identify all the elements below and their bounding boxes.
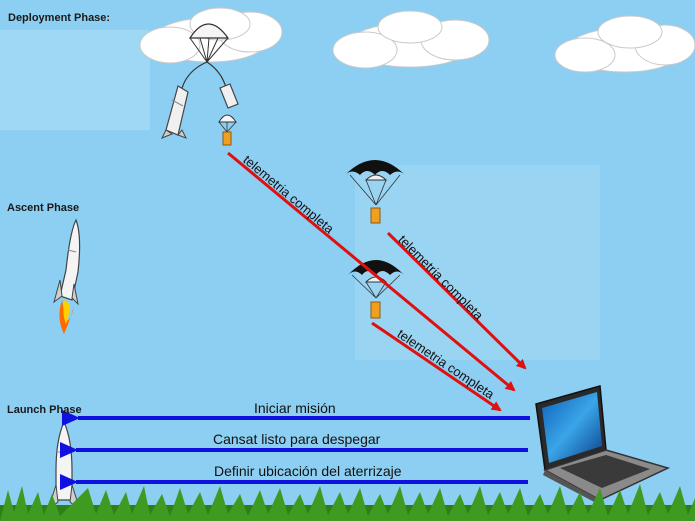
- sky-panel: [355, 165, 600, 360]
- launch-phase-label: Launch Phase: [7, 404, 82, 416]
- cloud-icon: [139, 7, 283, 64]
- command-landing-label: Definir ubicación del aterrizaje: [214, 463, 402, 479]
- deployment-phase-label: Deployment Phase:: [8, 12, 111, 24]
- cansat-parachute-icon: [345, 160, 405, 224]
- telemetry-arrow: [227, 151, 516, 392]
- sky-panel: [0, 30, 150, 130]
- cloud-icon: [332, 10, 490, 69]
- rocket-nose-icon: [219, 83, 239, 109]
- cloud-icon: [554, 15, 695, 73]
- telemetry-arrow: [386, 231, 527, 370]
- grass: [0, 484, 695, 521]
- command-start-label: Iniciar misión: [254, 400, 336, 416]
- telemetry-arrow: [371, 321, 502, 412]
- cansat-parachute-icon: [218, 114, 237, 146]
- ascent-phase-label: Ascent Phase: [7, 202, 80, 214]
- ascending-rocket-icon: [53, 218, 81, 334]
- laptop-icon: [535, 385, 671, 505]
- command-ready-label: Cansat listo para despegar: [213, 431, 381, 447]
- rocket-stage-icon: [160, 85, 189, 139]
